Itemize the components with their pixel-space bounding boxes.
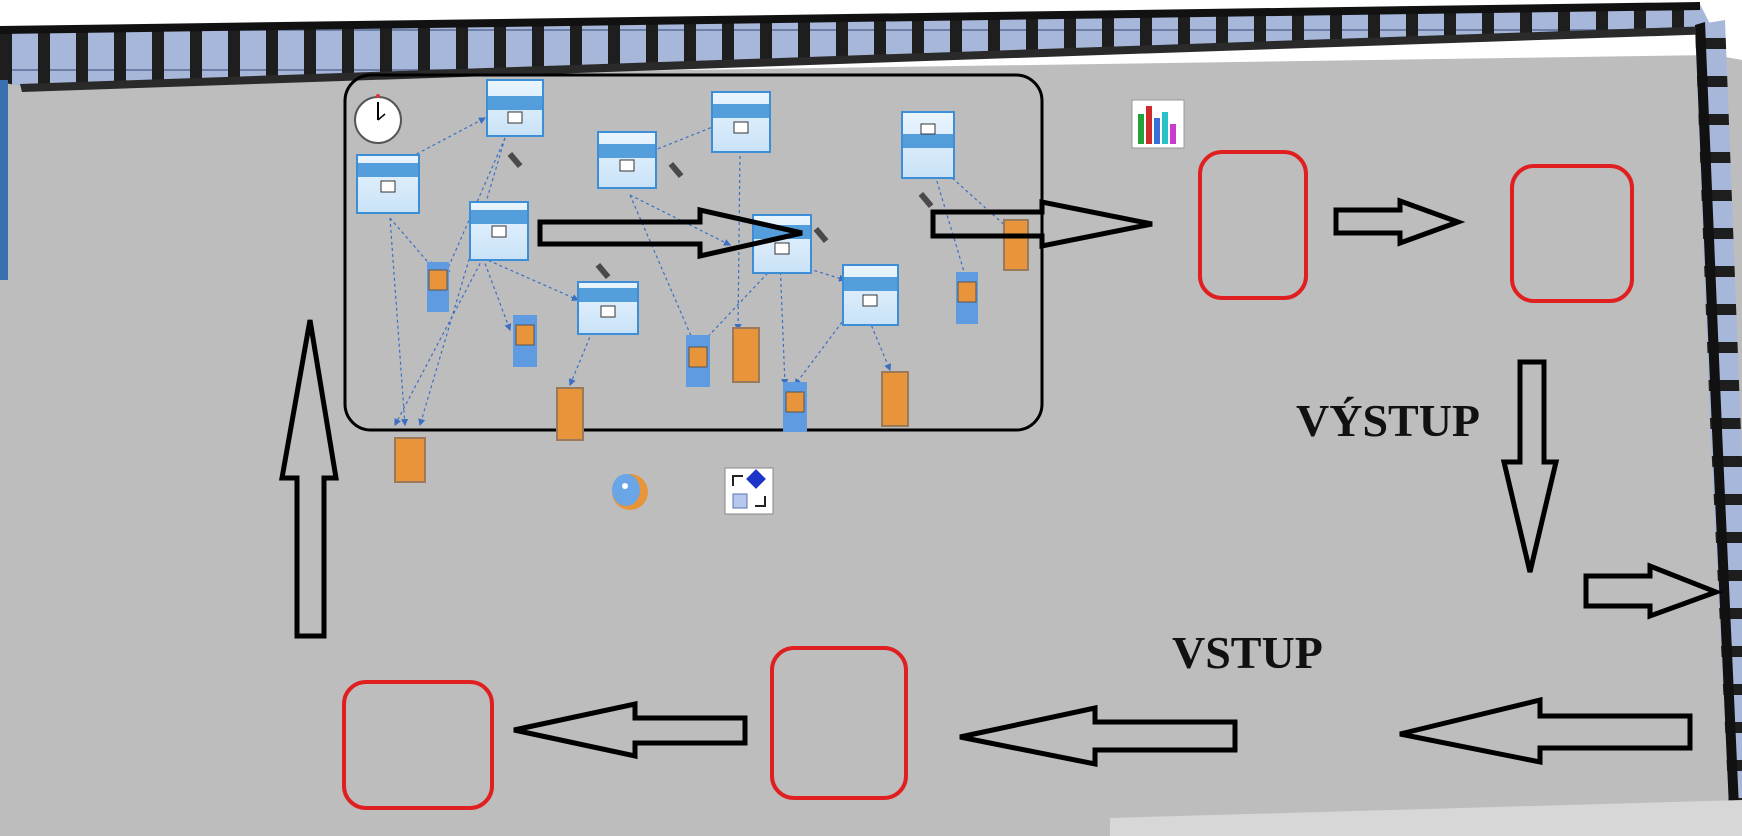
workstations	[356, 79, 955, 335]
machine-unit[interactable]	[513, 315, 537, 367]
red-zone[interactable]	[1198, 150, 1308, 300]
machine-unit[interactable]	[956, 272, 978, 324]
machine-unit[interactable]	[427, 262, 449, 312]
operator-units	[427, 262, 978, 432]
red-zone[interactable]	[1510, 164, 1634, 303]
worker	[918, 191, 934, 209]
worker	[507, 151, 523, 169]
machine-unit[interactable]	[783, 382, 807, 432]
right-wall	[1695, 20, 1742, 830]
buffer[interactable]	[394, 437, 426, 483]
input-label: VSTUP	[1172, 627, 1323, 678]
arrow-up	[279, 319, 339, 639]
arrow-right	[1333, 197, 1466, 247]
arrow-down	[1500, 359, 1560, 573]
worker	[595, 262, 611, 280]
production-area-frame	[343, 73, 1044, 432]
source-disc-icon[interactable]	[612, 474, 648, 510]
workstation[interactable]	[356, 154, 420, 214]
zoom-fit-icon[interactable]	[724, 467, 774, 515]
arrow-right	[930, 198, 1153, 250]
red-zones	[342, 150, 1634, 810]
workstation[interactable]	[577, 281, 639, 335]
arrow-right	[1583, 562, 1724, 620]
buffer[interactable]	[1003, 219, 1029, 271]
workstation[interactable]	[597, 131, 657, 189]
flow-arrows	[279, 197, 1724, 768]
arrow-left	[959, 704, 1238, 768]
left-wall	[0, 80, 8, 280]
workstation[interactable]	[469, 201, 529, 261]
workstation[interactable]	[486, 79, 544, 137]
workers	[507, 151, 934, 280]
buffers	[394, 219, 1029, 483]
arrow-left	[1399, 696, 1693, 766]
buffer[interactable]	[556, 387, 584, 441]
red-zone[interactable]	[770, 646, 908, 800]
clock-icon[interactable]	[354, 94, 402, 144]
bottom-floor-edge	[1110, 800, 1742, 836]
red-zone[interactable]	[342, 680, 494, 810]
arrow-right	[537, 206, 803, 260]
worker	[813, 226, 829, 244]
workstation[interactable]	[711, 91, 771, 153]
worker	[668, 161, 684, 179]
machine-unit[interactable]	[686, 335, 710, 387]
arrow-left	[513, 700, 748, 760]
factory-floor	[0, 55, 1742, 836]
buffer[interactable]	[732, 327, 760, 383]
buffer[interactable]	[881, 371, 909, 427]
workstation[interactable]	[842, 264, 899, 326]
output-label: VÝSTUP	[1296, 395, 1480, 446]
workstation[interactable]	[901, 111, 955, 179]
bar-chart-icon[interactable]	[1131, 99, 1185, 149]
